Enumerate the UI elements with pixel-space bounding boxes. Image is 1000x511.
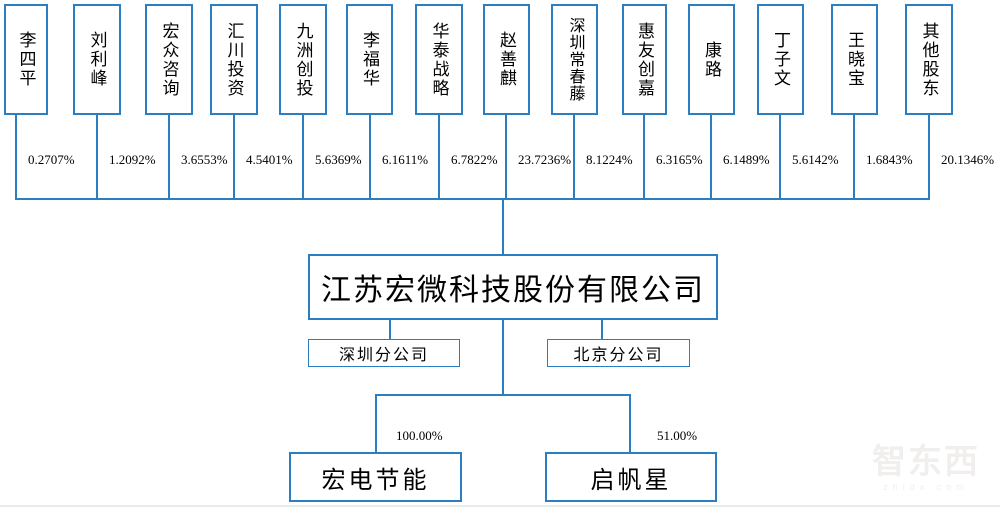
branch-name: 深圳分公司 bbox=[338, 347, 429, 364]
branch-box: 北京分公司 bbox=[547, 339, 690, 367]
shareholder-box: 康路 bbox=[688, 4, 735, 115]
connector-line bbox=[168, 113, 170, 199]
connector-line bbox=[96, 113, 98, 199]
shareholder-box: 惠友创嘉 bbox=[622, 4, 667, 115]
ownership-percent: 20.1346% bbox=[941, 152, 995, 167]
branch-box: 深圳分公司 bbox=[308, 339, 460, 367]
ownership-percent: 1.6843% bbox=[866, 152, 913, 167]
connector-line bbox=[779, 113, 781, 199]
connector-line bbox=[710, 113, 712, 199]
connector-line bbox=[369, 113, 371, 199]
connector-line bbox=[502, 319, 504, 396]
shareholder-box: 李福华 bbox=[346, 4, 393, 115]
shareholder-box: 李四平 bbox=[4, 4, 48, 115]
shareholder-box: 汇川投资 bbox=[210, 4, 258, 115]
connector-line bbox=[643, 113, 645, 199]
watermark-site: zhidx.com bbox=[883, 482, 969, 492]
connector-line bbox=[15, 113, 17, 199]
shareholder-name: 九洲创投 bbox=[293, 21, 313, 98]
watermark: 智东西 zhidx.com bbox=[856, 442, 996, 492]
branch-name: 北京分公司 bbox=[573, 347, 664, 364]
shareholder-name: 王晓宝 bbox=[845, 31, 864, 88]
ownership-percent: 0.2707% bbox=[28, 152, 75, 167]
connector-line bbox=[853, 113, 855, 199]
shareholder-box: 丁子文 bbox=[757, 4, 804, 115]
shareholder-box: 华泰战略 bbox=[415, 4, 463, 115]
connector-line bbox=[302, 113, 304, 199]
ownership-percent: 51.00% bbox=[657, 428, 698, 443]
ownership-percent: 6.3165% bbox=[656, 152, 703, 167]
ownership-percent: 23.7236% bbox=[518, 152, 572, 167]
shareholder-name: 李四平 bbox=[16, 31, 36, 88]
ownership-percent: 8.1224% bbox=[586, 152, 633, 167]
shareholder-name: 李福华 bbox=[360, 31, 379, 88]
shareholder-name: 其他股东 bbox=[919, 21, 939, 98]
shareholder-name: 华泰战略 bbox=[429, 21, 449, 98]
company-name: 江苏宏微科技股份有限公司 bbox=[321, 274, 705, 307]
shareholder-box: 王晓宝 bbox=[831, 4, 878, 115]
shareholder-name: 丁子文 bbox=[771, 31, 790, 88]
ownership-percent: 5.6142% bbox=[792, 152, 839, 167]
shareholder-box: 深圳常春藤 bbox=[551, 4, 598, 115]
connector-line bbox=[629, 394, 631, 452]
connector-line bbox=[573, 113, 575, 199]
shareholder-name: 刘利峰 bbox=[87, 31, 107, 88]
shareholder-name: 汇川投资 bbox=[224, 21, 244, 98]
page-divider bbox=[0, 505, 1000, 507]
shareholder-box: 刘利峰 bbox=[73, 4, 121, 115]
company-box: 江苏宏微科技股份有限公司 bbox=[308, 254, 718, 320]
bus-line bbox=[15, 198, 930, 200]
connector-line bbox=[502, 199, 504, 255]
shareholder-box: 其他股东 bbox=[905, 4, 953, 115]
subsidiary-name: 启帆星 bbox=[590, 467, 672, 494]
ownership-percent: 1.2092% bbox=[109, 152, 156, 167]
ownership-percent: 5.6369% bbox=[315, 152, 362, 167]
shareholder-name: 赵善麒 bbox=[497, 31, 516, 88]
shareholder-box: 宏众咨询 bbox=[145, 4, 193, 115]
shareholder-name: 宏众咨询 bbox=[159, 21, 179, 98]
subsidiary-box: 启帆星 bbox=[545, 452, 717, 502]
ownership-percent: 100.00% bbox=[396, 428, 443, 443]
shareholder-name: 惠友创嘉 bbox=[635, 21, 654, 98]
connector-line bbox=[438, 113, 440, 199]
ownership-percent: 6.1489% bbox=[723, 152, 770, 167]
subsidiary-name: 宏电节能 bbox=[321, 467, 430, 494]
shareholder-name: 康路 bbox=[702, 40, 721, 79]
connector-line bbox=[601, 319, 603, 340]
shareholder-box: 赵善麒 bbox=[483, 4, 530, 115]
ownership-percent: 6.1611% bbox=[382, 152, 429, 167]
connector-line bbox=[233, 113, 235, 199]
shareholder-box: 九洲创投 bbox=[279, 4, 327, 115]
connector-line bbox=[505, 113, 507, 199]
ownership-percent: 4.5401% bbox=[246, 152, 293, 167]
ownership-percent: 3.6553% bbox=[181, 152, 228, 167]
connector-line bbox=[389, 319, 391, 340]
split-line bbox=[375, 394, 631, 396]
connector-line bbox=[928, 113, 930, 199]
subsidiary-box: 宏电节能 bbox=[289, 452, 462, 502]
connector-line bbox=[375, 394, 377, 452]
ownership-percent: 6.7822% bbox=[451, 152, 498, 167]
watermark-logo: 智东西 bbox=[872, 443, 980, 481]
shareholder-name: 深圳常春藤 bbox=[566, 17, 584, 102]
